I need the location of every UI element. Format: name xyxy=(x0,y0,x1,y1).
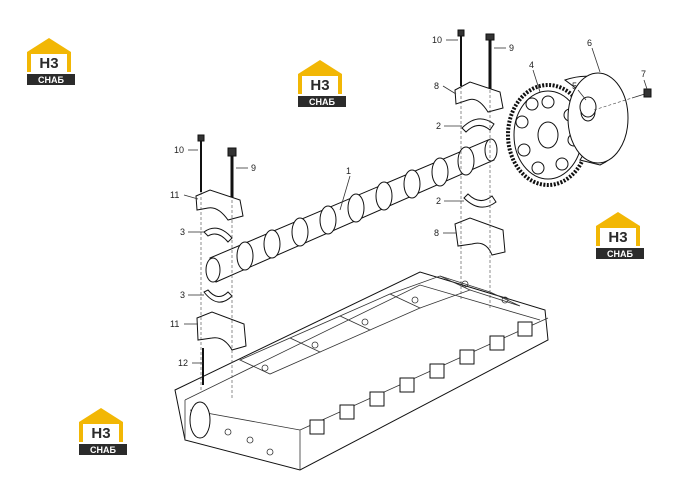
bolt-7 xyxy=(631,88,652,99)
logo-letters: H3 xyxy=(608,229,627,246)
svg-text:2: 2 xyxy=(436,121,441,131)
svg-text:2: 2 xyxy=(436,196,441,206)
callout-11-lower: 11 xyxy=(170,319,198,329)
callout-8-lower: 8 xyxy=(434,228,456,238)
svg-text:8: 8 xyxy=(434,81,439,91)
callout-11-top: 11 xyxy=(170,190,199,200)
bearing-cap-lower-11 xyxy=(196,311,247,351)
callout-3-lower: 3 xyxy=(180,290,204,300)
bearing-shell-lower-2 xyxy=(463,193,497,208)
assembly-guides xyxy=(200,86,633,398)
logo-caption: СНАБ xyxy=(309,97,335,107)
svg-text:8: 8 xyxy=(434,228,439,238)
callout-10-left: 10 xyxy=(174,145,198,155)
logo-top-center: H3 СНАБ xyxy=(298,60,346,107)
svg-text:9: 9 xyxy=(509,43,514,53)
callout-3-upper: 3 xyxy=(180,227,204,237)
bearing-cap-top-11 xyxy=(195,189,244,221)
svg-text:11: 11 xyxy=(170,190,179,200)
svg-text:11: 11 xyxy=(170,319,179,329)
svg-text:4: 4 xyxy=(529,60,534,70)
callout-9-left: 9 xyxy=(236,163,256,173)
logo-right: H3 СНАБ xyxy=(596,212,644,259)
svg-text:3: 3 xyxy=(180,227,185,237)
cylinder-head xyxy=(174,271,549,471)
bolts-top-right xyxy=(457,29,495,90)
logo-letters: H3 xyxy=(310,77,329,94)
bolts-left xyxy=(197,134,237,200)
callout-6: 6 xyxy=(587,38,601,73)
callout-9-top: 9 xyxy=(494,43,514,53)
camshaft xyxy=(205,138,498,283)
logo-caption: СНАБ xyxy=(90,445,116,455)
bearing-shell-upper-3 xyxy=(203,227,233,243)
logo-caption: СНАБ xyxy=(607,249,633,259)
logo-top-left: H3 СНАБ xyxy=(27,38,75,85)
callout-10-top: 10 xyxy=(432,35,458,45)
callout-1: 1 xyxy=(339,166,351,211)
bearing-shell-lower-3 xyxy=(203,289,233,303)
bearing-cap-lower-8 xyxy=(454,217,506,256)
callout-2-lower: 2 xyxy=(436,196,464,206)
svg-text:3: 3 xyxy=(180,290,185,300)
logo-letters: H3 xyxy=(39,55,58,72)
svg-text:1: 1 xyxy=(346,166,351,176)
camshaft-gear xyxy=(506,83,590,187)
bearing-shell-top-2 xyxy=(461,118,495,133)
plate-part xyxy=(579,96,597,118)
callout-8-top: 8 xyxy=(434,81,457,95)
svg-text:10: 10 xyxy=(174,145,184,155)
callout-2-top: 2 xyxy=(436,121,462,131)
callout-5: 5 xyxy=(572,81,587,101)
callout-4: 4 xyxy=(529,60,541,93)
logo-caption: СНАБ xyxy=(38,75,64,85)
bearing-cap-top-8 xyxy=(454,81,504,113)
callout-7: 7 xyxy=(641,69,648,90)
svg-text:7: 7 xyxy=(641,69,646,79)
svg-text:12: 12 xyxy=(178,358,188,368)
svg-text:5: 5 xyxy=(572,81,577,91)
svg-text:10: 10 xyxy=(432,35,442,45)
svg-text:9: 9 xyxy=(251,163,256,173)
logo-letters: H3 xyxy=(91,425,110,442)
logo-bottom-left: H3 СНАБ xyxy=(79,408,127,455)
callout-12: 12 xyxy=(178,358,203,368)
svg-text:6: 6 xyxy=(587,38,592,48)
